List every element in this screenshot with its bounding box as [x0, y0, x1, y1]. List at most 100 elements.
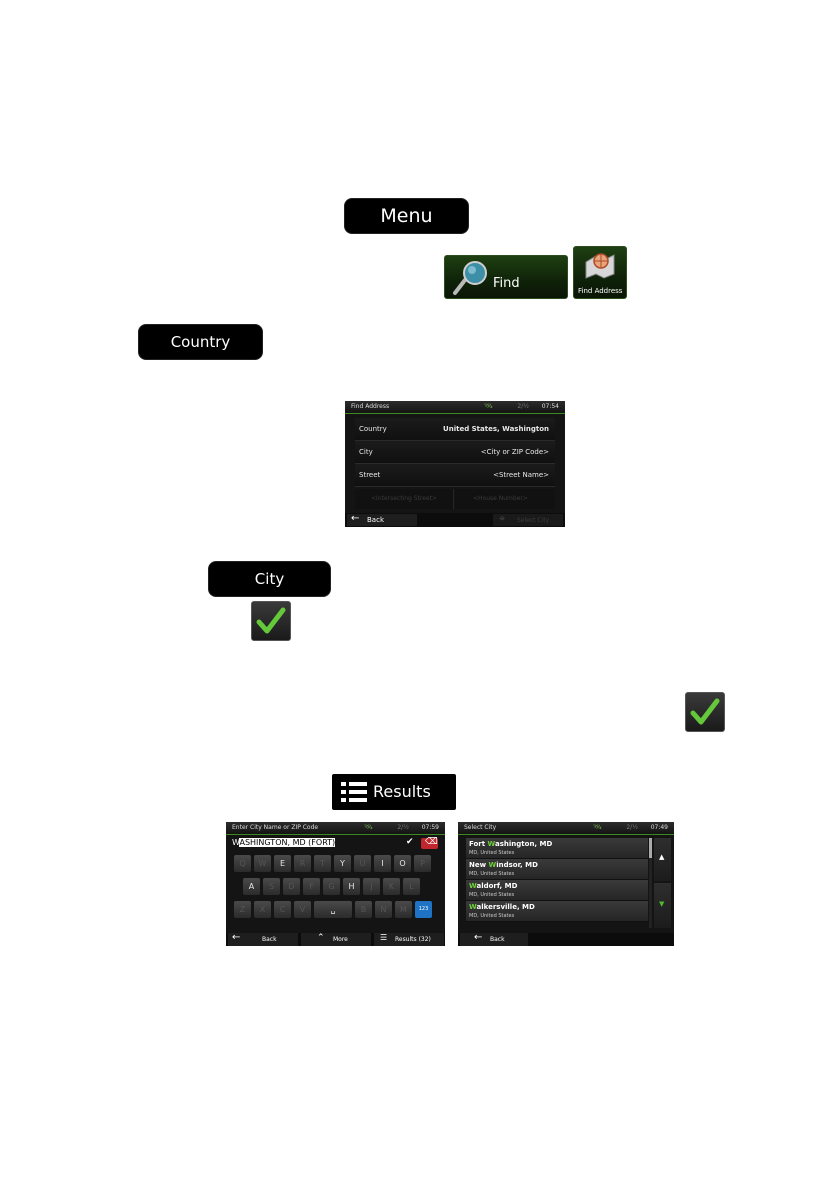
results-button-label: Results — [373, 782, 431, 801]
more-label: More — [333, 936, 348, 943]
key-b[interactable]: B — [355, 901, 372, 918]
signal-indicator: 2/½ — [397, 824, 409, 831]
checkmark-icon — [690, 698, 720, 725]
country-button-label: Country — [170, 333, 231, 351]
key-k[interactable]: K — [383, 878, 400, 895]
find-address-button[interactable]: Find Address — [573, 246, 627, 299]
scroll-up-button[interactable]: ▲ — [654, 838, 671, 881]
select-city-label: Select City — [517, 517, 550, 524]
key-g[interactable]: G — [323, 878, 340, 895]
key-e[interactable]: E — [274, 855, 291, 872]
results-count-button[interactable]: ☰ Results (32) — [374, 933, 444, 946]
find-address-label: Find Address — [578, 287, 623, 295]
house-number-placeholder: <House Number> — [473, 495, 528, 502]
city-name: New Windsor, MD — [469, 861, 538, 869]
scrollbar[interactable] — [649, 838, 652, 928]
accept-check-icon[interactable]: ✔ — [406, 837, 414, 847]
key-m[interactable]: M — [395, 901, 412, 918]
key-a[interactable]: A — [243, 878, 260, 895]
city-list-item[interactable]: Fort Washington, MD MD, United States — [466, 838, 648, 859]
back-label: Back — [367, 516, 384, 524]
key-o[interactable]: O — [394, 855, 411, 872]
space-key[interactable]: ␣ — [314, 901, 352, 918]
city-list-item[interactable]: New Windsor, MD MD, United States — [466, 859, 648, 880]
city-search-input[interactable]: WASHINGTON, MD (FORT) — [232, 838, 402, 851]
screen-title: Select City — [464, 824, 497, 831]
key-i[interactable]: I — [374, 855, 391, 872]
status-bar: Find Address 🛰 2/½ 07:54 — [345, 401, 565, 414]
checkmark-icon — [256, 607, 286, 634]
key-n[interactable]: N — [375, 901, 392, 918]
menu-button-label: Menu — [380, 205, 433, 227]
arrow-left-icon: ← — [351, 513, 360, 524]
find-address-screen: Find Address 🛰 2/½ 07:54 Country United … — [345, 401, 565, 527]
satellite-icon: 🛰 — [484, 402, 493, 410]
bottom-bar: ← Back — [458, 932, 674, 946]
street-row[interactable]: Street <Street Name> — [355, 464, 555, 487]
key-f[interactable]: F — [303, 878, 320, 895]
city-row[interactable]: City <City or ZIP Code> — [355, 441, 555, 464]
key-c[interactable]: C — [274, 901, 291, 918]
menu-button[interactable]: Menu — [345, 199, 468, 233]
back-button[interactable]: ← Back — [347, 513, 417, 526]
input-suggestion: ASHINGTON, MD (FORT) — [239, 838, 336, 847]
results-button[interactable]: Results — [332, 774, 456, 810]
numeric-key[interactable]: 123 — [415, 901, 432, 918]
magnifier-icon — [453, 261, 487, 295]
checkmark-button[interactable] — [251, 601, 291, 641]
key-t[interactable]: T — [314, 855, 331, 872]
scrollbar-thumb[interactable] — [649, 838, 652, 858]
city-list-item[interactable]: Walkersville, MD MD, United States — [466, 901, 648, 922]
key-s[interactable]: S — [263, 878, 280, 895]
results-count-label: Results (32) — [395, 936, 431, 943]
map-pin-icon — [585, 253, 615, 279]
key-u[interactable]: U — [354, 855, 371, 872]
bottom-bar: ← Back ⌖ Select City — [345, 512, 565, 527]
arrow-left-icon: ← — [232, 932, 241, 943]
back-button[interactable]: ← Back — [228, 932, 298, 946]
row-value: <Street Name> — [493, 471, 549, 479]
country-row[interactable]: Country United States, Washington — [355, 418, 555, 441]
house-number-field: <House Number> — [455, 489, 555, 509]
find-button-label: Find — [493, 276, 520, 291]
list-icon: ☰ — [380, 933, 388, 942]
clock: 07:59 — [421, 824, 439, 831]
key-z[interactable]: Z — [234, 901, 251, 918]
select-city-screen: Select City 🛰 2/½ 07:49 Fort Washington,… — [458, 822, 674, 946]
intersecting-street-field: <Intersecting Street> — [355, 489, 454, 509]
key-q[interactable]: Q — [234, 855, 251, 872]
back-label: Back — [262, 936, 277, 943]
city-button[interactable]: City — [209, 562, 330, 596]
city-button-label: City — [254, 570, 285, 588]
find-button[interactable]: Find — [444, 255, 568, 299]
back-button[interactable]: ← Back — [460, 932, 528, 946]
clock: 07:54 — [541, 403, 559, 410]
more-button[interactable]: ⌃ More — [301, 933, 371, 946]
satellite-icon: 🛰 — [364, 823, 373, 831]
status-bar: Select City 🛰 2/½ 07:49 — [458, 822, 674, 835]
signal-indicator: 2/½ — [626, 824, 638, 831]
key-j[interactable]: J — [363, 878, 380, 895]
key-p[interactable]: P — [414, 855, 431, 872]
key-y[interactable]: Y — [334, 855, 351, 872]
key-d[interactable]: D — [283, 878, 300, 895]
screen-title: Enter City Name or ZIP Code — [232, 824, 319, 831]
key-x[interactable]: X — [254, 901, 271, 918]
key-l[interactable]: L — [403, 878, 420, 895]
key-h[interactable]: H — [343, 878, 360, 895]
country-button[interactable]: Country — [139, 325, 262, 359]
backspace-icon: ⌫ — [425, 837, 438, 847]
chevron-up-icon: ▲ — [659, 853, 665, 861]
key-r[interactable]: R — [294, 855, 311, 872]
city-name: Fort Washington, MD — [469, 840, 553, 848]
delete-button[interactable]: ⌫ — [421, 837, 438, 849]
key-v[interactable]: V — [294, 901, 311, 918]
key-w[interactable]: W — [254, 855, 271, 872]
city-list-item[interactable]: Waldorf, MD MD, United States — [466, 880, 648, 901]
checkmark-button-2[interactable] — [685, 692, 725, 732]
chevron-down-icon: ▼ — [659, 900, 665, 908]
scroll-down-button[interactable]: ▼ — [654, 883, 671, 928]
chevron-up-icon: ⌃ — [317, 933, 325, 943]
arrow-left-icon: ← — [474, 932, 483, 943]
city-subtitle: MD, United States — [469, 871, 515, 877]
